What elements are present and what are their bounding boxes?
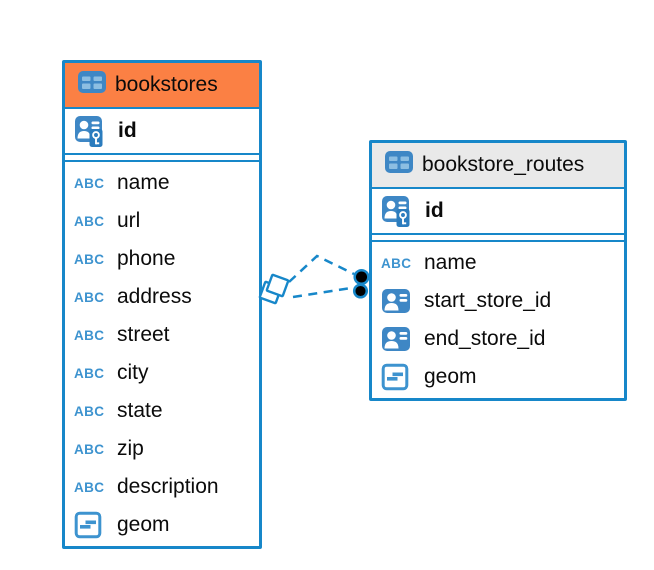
column-name: start_store_id xyxy=(424,289,552,312)
diamond-marker xyxy=(258,273,290,305)
column-row[interactable]: ABC name xyxy=(372,244,624,282)
column-row[interactable]: geom xyxy=(65,506,259,544)
text-type-icon: ABC xyxy=(74,327,105,343)
column-row-id[interactable]: id xyxy=(372,189,624,235)
column-row[interactable]: ABC description xyxy=(65,468,259,506)
column-row[interactable]: ABC phone xyxy=(65,240,259,278)
text-type-icon: ABC xyxy=(74,213,105,229)
column-name: id xyxy=(118,119,137,142)
column-name: address xyxy=(117,285,192,308)
text-type-icon: ABC xyxy=(74,441,105,457)
column-row[interactable]: geom xyxy=(372,358,624,396)
table-bookstore-routes[interactable]: bookstore_routes id xyxy=(369,140,627,401)
column-name: state xyxy=(117,399,163,422)
column-name: street xyxy=(117,323,170,346)
column-row[interactable]: ABC url xyxy=(65,202,259,240)
column-name: name xyxy=(117,171,170,194)
column-name: description xyxy=(117,475,219,498)
dot-marker xyxy=(352,268,370,299)
text-type-icon: ABC xyxy=(74,479,105,495)
text-type-icon: ABC xyxy=(74,175,105,191)
column-row[interactable]: ABC street xyxy=(65,316,259,354)
column-row[interactable]: ABC name xyxy=(65,164,259,202)
text-type-icon: ABC xyxy=(381,255,412,271)
foreign-key-icon xyxy=(381,326,418,352)
primary-key-icon xyxy=(381,195,418,228)
column-name: geom xyxy=(424,365,477,388)
table-icon xyxy=(384,149,414,181)
table-header-bookstores[interactable]: bookstores xyxy=(65,63,259,109)
table-name: bookstores xyxy=(115,73,218,96)
table-bookstores[interactable]: bookstores id ABC xyxy=(62,60,262,549)
text-type-icon: ABC xyxy=(74,365,105,381)
column-row[interactable]: start_store_id xyxy=(372,282,624,320)
foreign-key-icon xyxy=(381,288,418,314)
relationship-line-upper xyxy=(288,254,355,283)
table-name: bookstore_routes xyxy=(422,153,585,176)
column-row-id[interactable]: id xyxy=(65,109,259,155)
column-row[interactable]: ABC state xyxy=(65,392,259,430)
primary-key-icon xyxy=(74,115,111,148)
column-name: zip xyxy=(117,437,144,460)
column-row[interactable]: end_store_id xyxy=(372,320,624,358)
column-name: url xyxy=(117,209,141,232)
column-row[interactable]: ABC zip xyxy=(65,430,259,468)
column-row[interactable]: ABC address xyxy=(65,278,259,316)
column-name: id xyxy=(425,199,444,222)
column-name: name xyxy=(424,251,477,274)
table-icon xyxy=(77,69,107,101)
geometry-type-icon xyxy=(381,363,418,391)
geometry-type-icon xyxy=(74,511,111,539)
column-name: phone xyxy=(117,247,176,270)
relationship-line-lower xyxy=(292,286,352,299)
column-name: end_store_id xyxy=(424,327,546,350)
column-name: geom xyxy=(117,513,170,536)
columns-section: ABC name start_store_id xyxy=(372,240,624,398)
column-row[interactable]: ABC city xyxy=(65,354,259,392)
column-name: city xyxy=(117,361,149,384)
text-type-icon: ABC xyxy=(74,251,105,267)
text-type-icon: ABC xyxy=(74,403,105,419)
columns-section: ABC name ABC url ABC phone ABC address A… xyxy=(65,160,259,546)
table-header-bookstore-routes[interactable]: bookstore_routes xyxy=(372,143,624,189)
text-type-icon: ABC xyxy=(74,289,105,305)
